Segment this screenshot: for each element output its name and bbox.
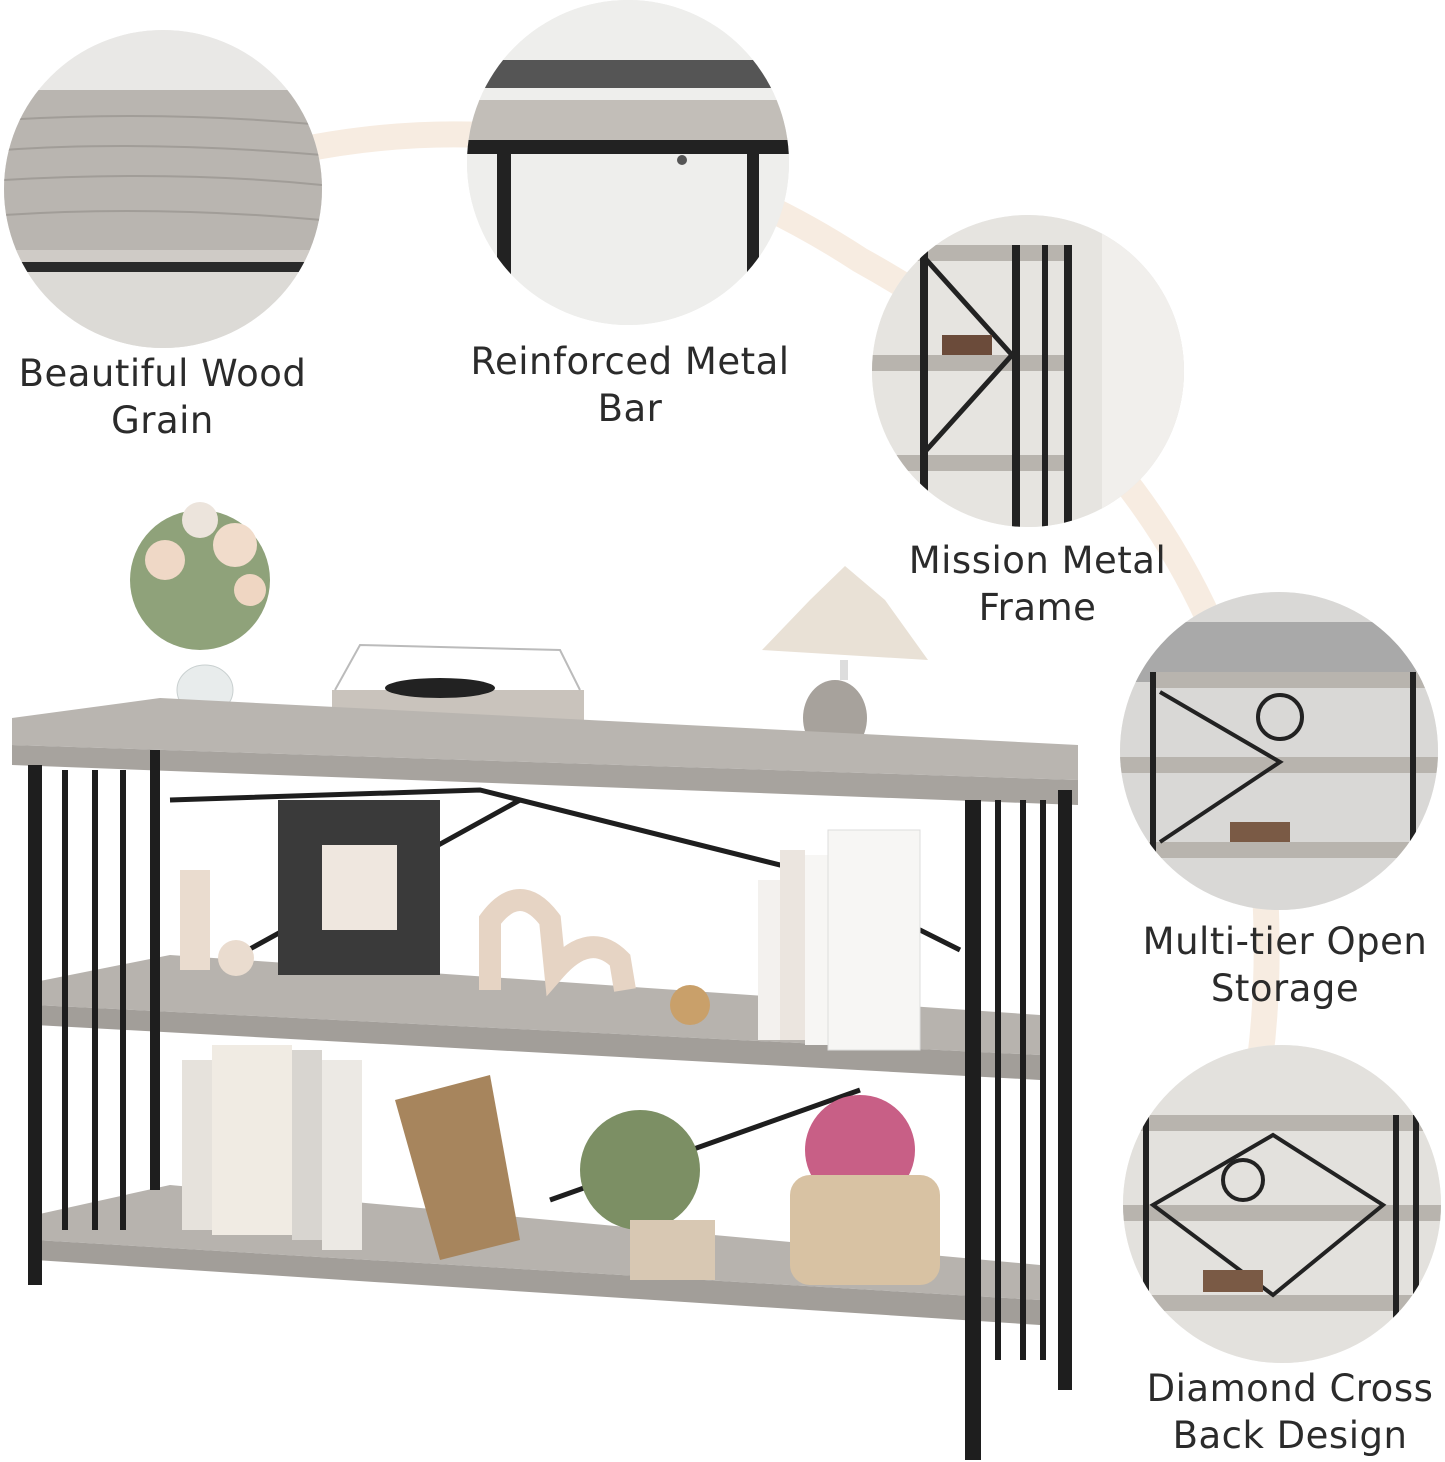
feature-line: Beautiful Wood xyxy=(18,352,307,395)
feature-line: Diamond Cross xyxy=(1146,1367,1434,1410)
feature-label-metal-bar: Reinforced Metal Bar xyxy=(460,338,800,432)
console-table-product-image xyxy=(12,502,1078,1460)
feature-line: Storage xyxy=(1210,967,1360,1010)
side-frame-closeup-image xyxy=(872,215,1184,527)
cross-back-closeup-image xyxy=(1123,1045,1441,1363)
feature-label-open-storage: Multi-tier Open Storage xyxy=(1125,918,1445,1012)
feature-line: Frame xyxy=(978,586,1097,629)
feature-line: Grain xyxy=(111,399,214,442)
feature-label-wood-grain: Beautiful Wood Grain xyxy=(0,350,325,444)
table-lamp xyxy=(762,566,928,756)
feature-line: Back Design xyxy=(1172,1414,1408,1457)
metal-bar-closeup-image xyxy=(467,0,789,325)
feature-line: Mission Metal xyxy=(908,539,1167,582)
wood-grain-closeup-image xyxy=(4,30,322,348)
flower-vase xyxy=(130,502,270,716)
feature-line: Multi-tier Open xyxy=(1142,920,1428,963)
feature-line: Bar xyxy=(597,387,663,430)
feature-label-cross-back: Diamond Cross Back Design xyxy=(1130,1365,1445,1459)
feature-line: Reinforced Metal xyxy=(470,340,790,383)
shelves-closeup-image xyxy=(1120,592,1438,910)
feature-label-mission-frame: Mission Metal Frame xyxy=(880,537,1195,631)
